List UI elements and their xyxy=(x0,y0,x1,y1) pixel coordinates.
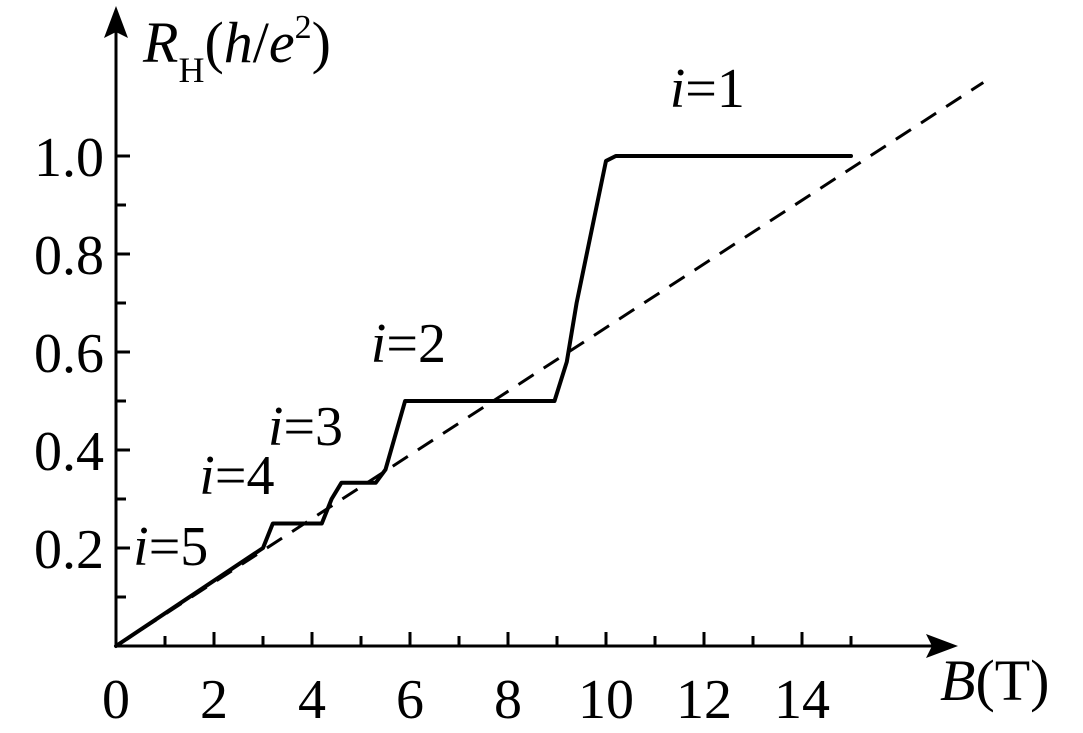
y-tick-label: 0.6 xyxy=(34,323,104,385)
y-tick-label: 0.8 xyxy=(34,225,104,287)
classical-hall-dashed-line xyxy=(115,81,985,648)
plateau-label: i=3 xyxy=(268,396,343,458)
axes xyxy=(104,6,958,658)
x-tick-label: 12 xyxy=(676,669,732,731)
plateau-label: i=4 xyxy=(199,445,274,507)
x-tick-label: 10 xyxy=(578,669,634,731)
plateau-label: i=1 xyxy=(670,58,745,120)
y-tick-label: 0.2 xyxy=(34,519,104,581)
y-axis-label: RH(h/e2) xyxy=(142,9,331,90)
series-layer xyxy=(114,81,985,648)
x-tick-label: 8 xyxy=(494,669,522,731)
y-tick-label: 1.0 xyxy=(34,127,104,189)
x-axis-label: B(T) xyxy=(940,648,1050,713)
origin-label: 0 xyxy=(102,669,130,731)
quantum-hall-resistance-line xyxy=(114,154,853,648)
tick-labels: 2 4 6 8 10 12 14 0.2 0.4 0.6 0.8 1.0 xyxy=(34,127,830,731)
x-tick-label: 2 xyxy=(200,669,228,731)
x-tick-label: 6 xyxy=(396,669,424,731)
y-axis-arrow-icon xyxy=(104,6,128,38)
plateau-label: i=5 xyxy=(133,516,208,578)
ticks xyxy=(116,154,853,646)
x-axis-arrow-icon xyxy=(926,634,958,658)
x-tick-label: 14 xyxy=(774,669,830,731)
y-tick-label: 0.4 xyxy=(34,421,104,483)
x-tick-label: 4 xyxy=(298,669,326,731)
plateau-label: i=2 xyxy=(371,313,446,375)
plateau-annotations: i=1 i=2 i=3i=4 i=5 xyxy=(133,58,745,578)
